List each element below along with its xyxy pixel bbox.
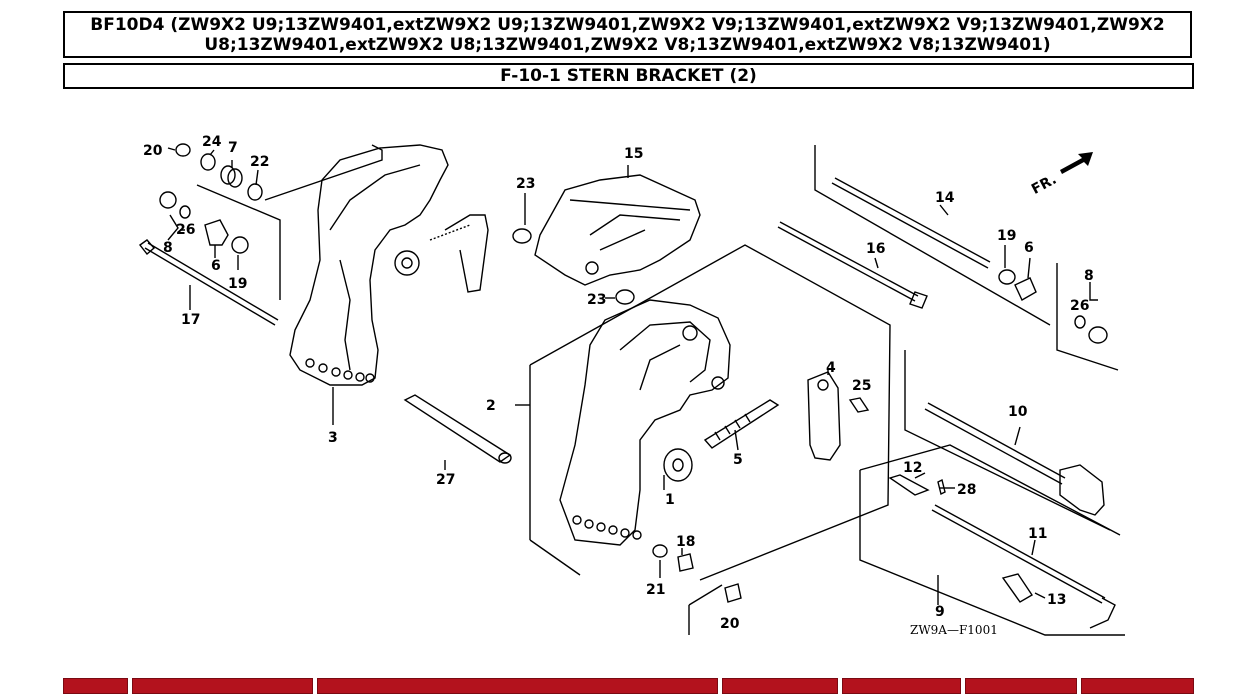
part-label: 27	[436, 472, 455, 488]
part-label: 23	[587, 292, 606, 308]
front-direction-arrow: FR.	[1029, 152, 1093, 198]
table-header-cell	[842, 678, 961, 694]
table-header-cell	[317, 678, 718, 694]
part-label: 3	[328, 430, 338, 446]
table-header-cell	[965, 678, 1077, 694]
part-label: 5	[733, 452, 743, 468]
part-label: 8	[163, 240, 173, 256]
section-title: F-10-1 STERN BRACKET (2)	[63, 63, 1194, 89]
part-label: 18	[676, 534, 695, 550]
part-label: 12	[903, 460, 922, 476]
table-header-cell	[1081, 678, 1194, 694]
part-label: 13	[1047, 592, 1066, 608]
part-label: 25	[852, 378, 871, 394]
part-label: 17	[181, 312, 200, 328]
part-label: 26	[1070, 298, 1089, 314]
part-label: 21	[646, 582, 665, 598]
front-direction-label: FR.	[1029, 172, 1059, 198]
part-label: 6	[211, 258, 221, 274]
part-label: 20	[720, 616, 740, 632]
part-label: 4	[826, 360, 836, 376]
part-label: 16	[866, 241, 885, 257]
model-title: BF10D4 (ZW9X2 U9;13ZW9401,extZW9X2 U9;13…	[63, 11, 1192, 58]
part-label: 22	[250, 154, 269, 170]
part-label: 24	[202, 134, 222, 150]
swivel-bracket	[559, 299, 731, 546]
part-label: 6	[1024, 240, 1034, 256]
part-label: 10	[1008, 404, 1028, 420]
table-header-cell	[722, 678, 838, 694]
drawing-code: ZW9A—F1001	[910, 623, 998, 637]
part-label: 9	[935, 604, 945, 620]
part-label: 7	[228, 140, 238, 156]
table-header-cell	[132, 678, 313, 694]
part-label: 20	[143, 143, 163, 159]
part-label: 1	[665, 492, 675, 508]
part-label: 11	[1028, 526, 1047, 542]
part-label: 14	[935, 190, 955, 206]
part-label: 15	[624, 146, 643, 162]
part-label: 2	[486, 398, 496, 414]
table-header-cell	[63, 678, 128, 694]
part-label: 19	[997, 228, 1016, 244]
part-label: 19	[228, 276, 247, 292]
part-label: 28	[957, 482, 976, 498]
stern-bracket-left	[289, 144, 489, 386]
part-label: 26	[176, 222, 195, 238]
part-label: 23	[516, 176, 535, 192]
part-label: 8	[1084, 268, 1094, 284]
